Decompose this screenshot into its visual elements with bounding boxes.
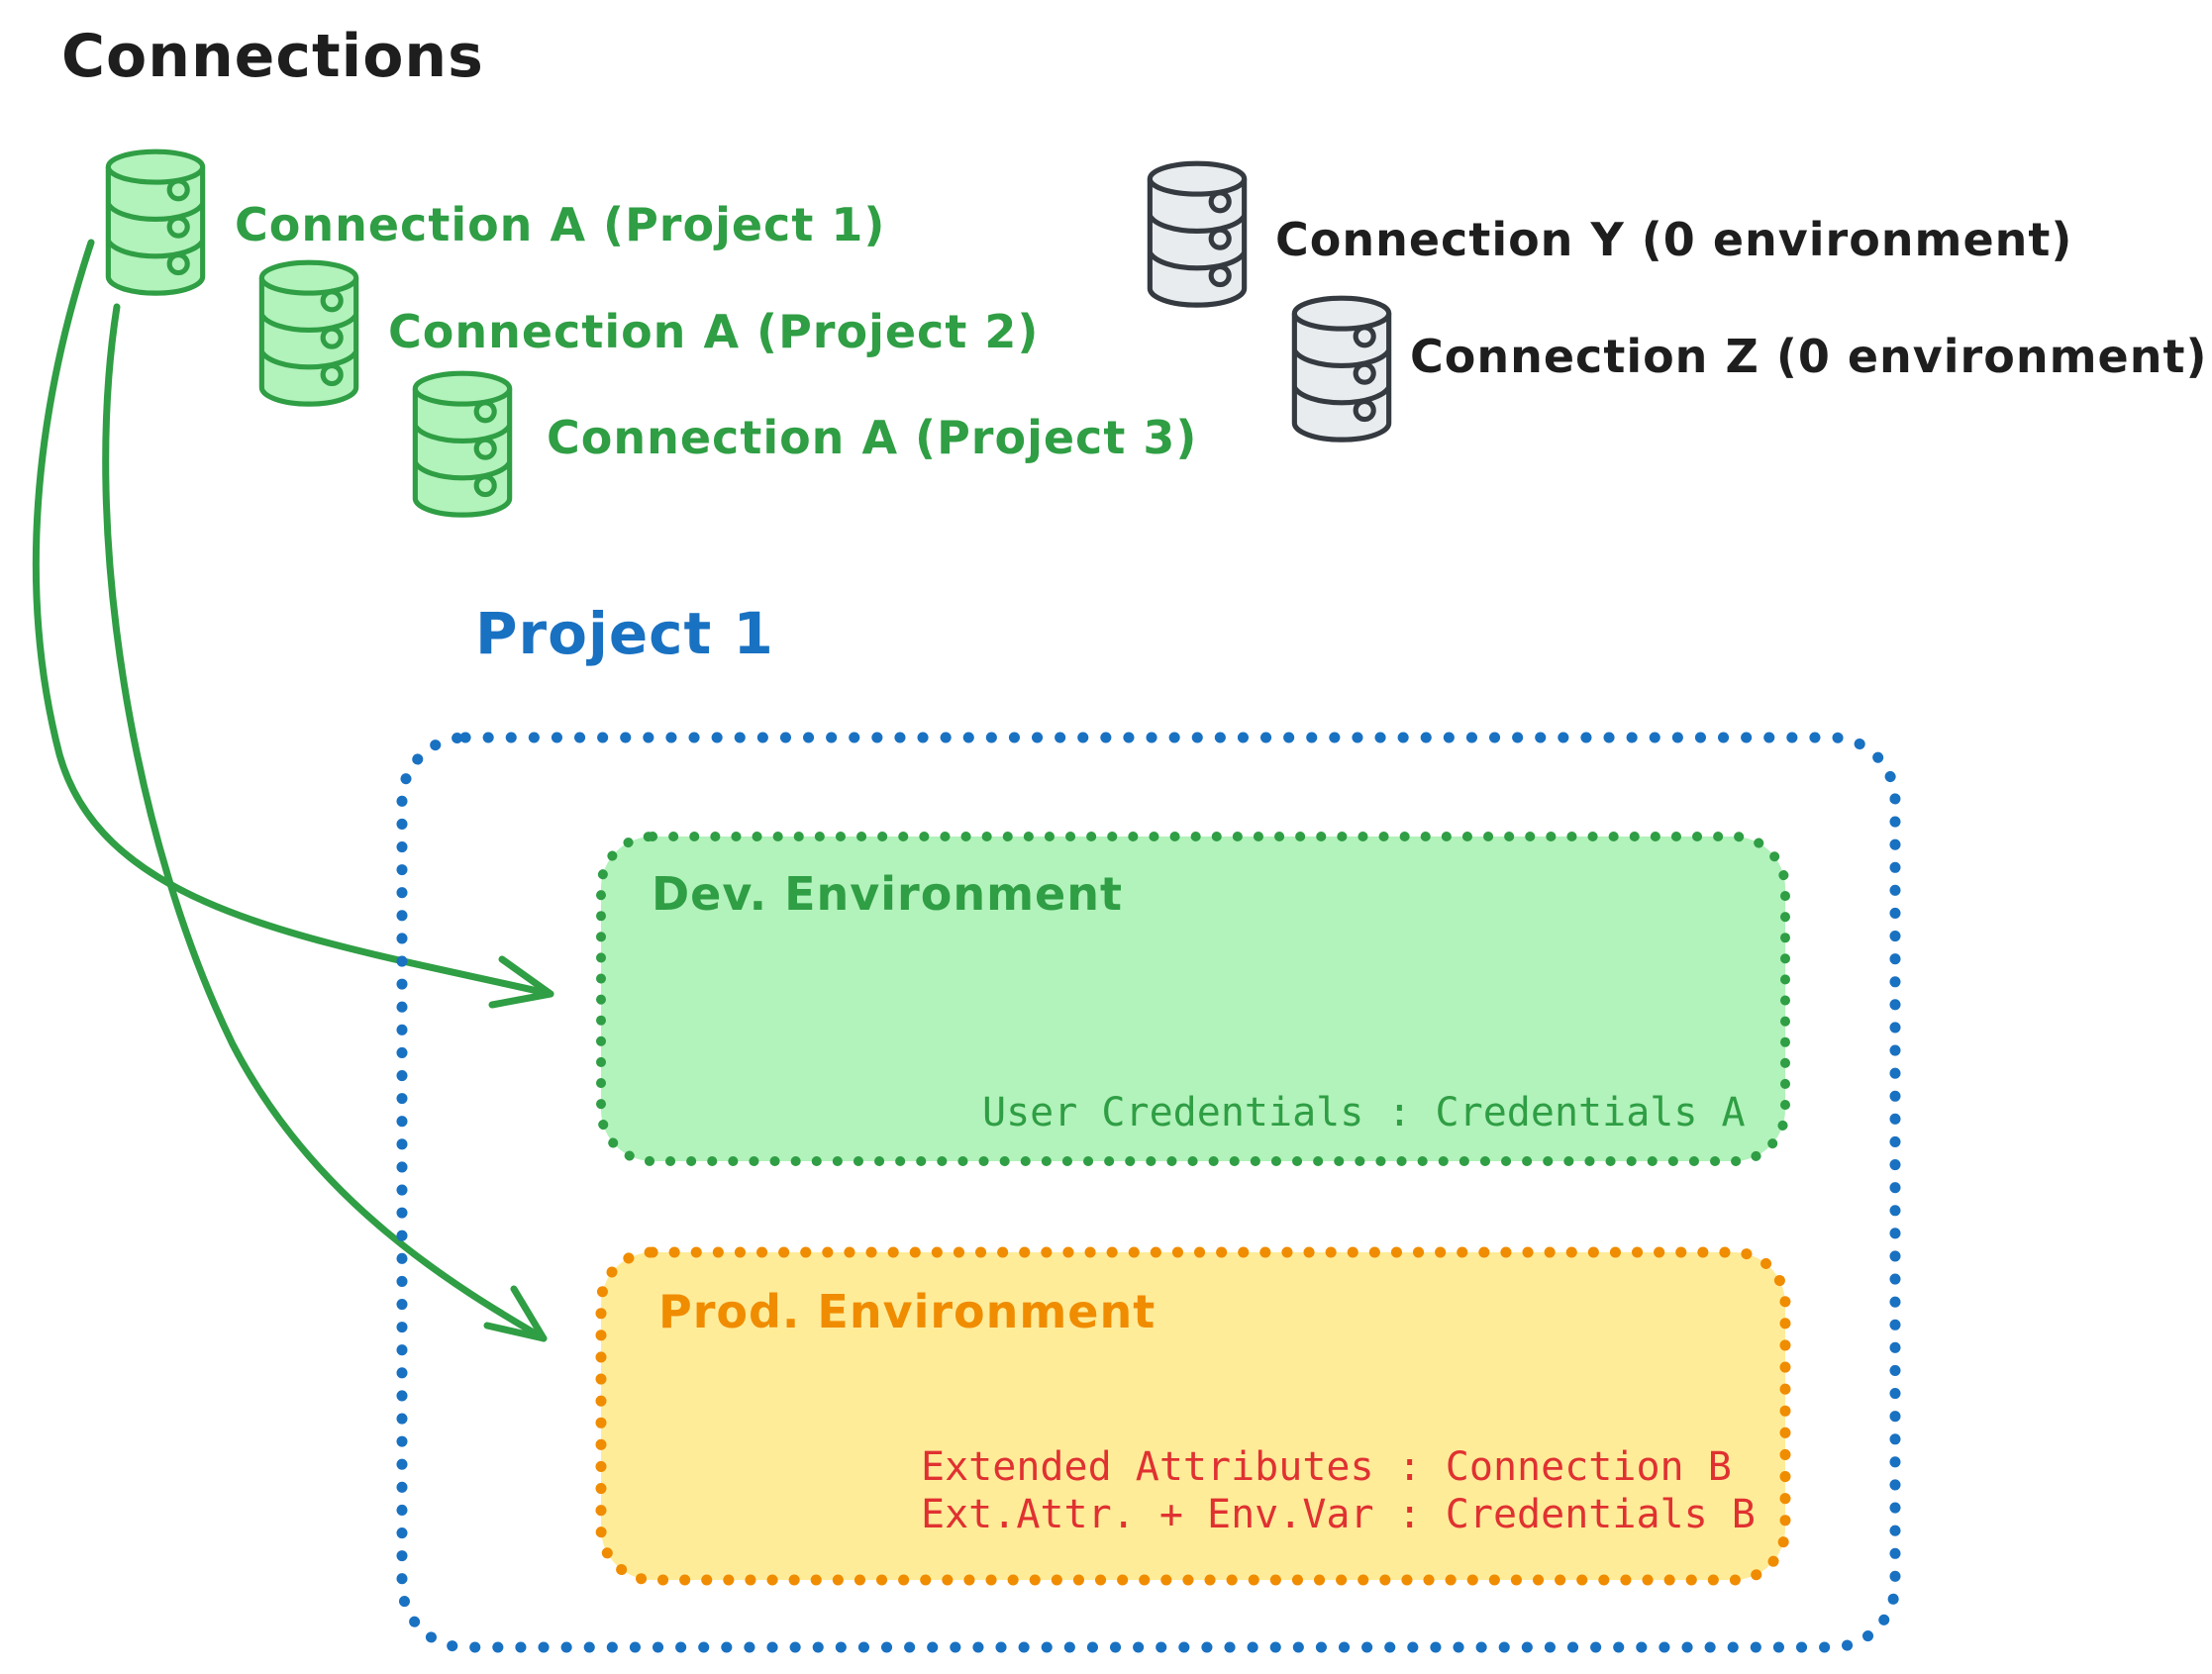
- connection-y-label: Connection Y (0 environment): [1275, 213, 2073, 266]
- project-box: [396, 732, 1901, 1653]
- arrow-connection-a-to-prod-environment: [102, 303, 548, 1342]
- project-title: Project 1: [475, 600, 774, 667]
- diagram-title: Connections: [61, 22, 484, 91]
- prod-environment-title: Prod. Environment: [658, 1285, 1156, 1338]
- prod-extended-attributes-mapping: Extended Attributes : Connection B: [921, 1444, 1732, 1490]
- prod-environment-box: [595, 1246, 1791, 1586]
- database-icon: [1147, 160, 1248, 308]
- dev-credentials-mapping: User Credentials : Credentials A: [982, 1090, 1746, 1135]
- dev-environment-box: [596, 832, 1790, 1166]
- database-icon: [105, 148, 206, 296]
- prod-env-var-mapping: Ext.Attr. + Env.Var : Credentials B: [921, 1492, 1756, 1537]
- database-icon: [412, 370, 513, 518]
- prod-mappings: Extended Attributes : Connection B Ext.A…: [921, 1443, 1756, 1538]
- database-icon: [1291, 295, 1392, 443]
- connection-a-project-1-label: Connection A (Project 1): [235, 198, 886, 251]
- dev-environment-title: Dev. Environment: [652, 867, 1123, 921]
- arrow-connection-a-to-dev-environment: [32, 239, 554, 1009]
- connection-z-label: Connection Z (0 environment): [1410, 330, 2208, 383]
- database-icon: [258, 259, 359, 407]
- connection-a-project-3-label: Connection A (Project 3): [547, 411, 1198, 464]
- connection-a-project-2-label: Connection A (Project 2): [388, 305, 1040, 358]
